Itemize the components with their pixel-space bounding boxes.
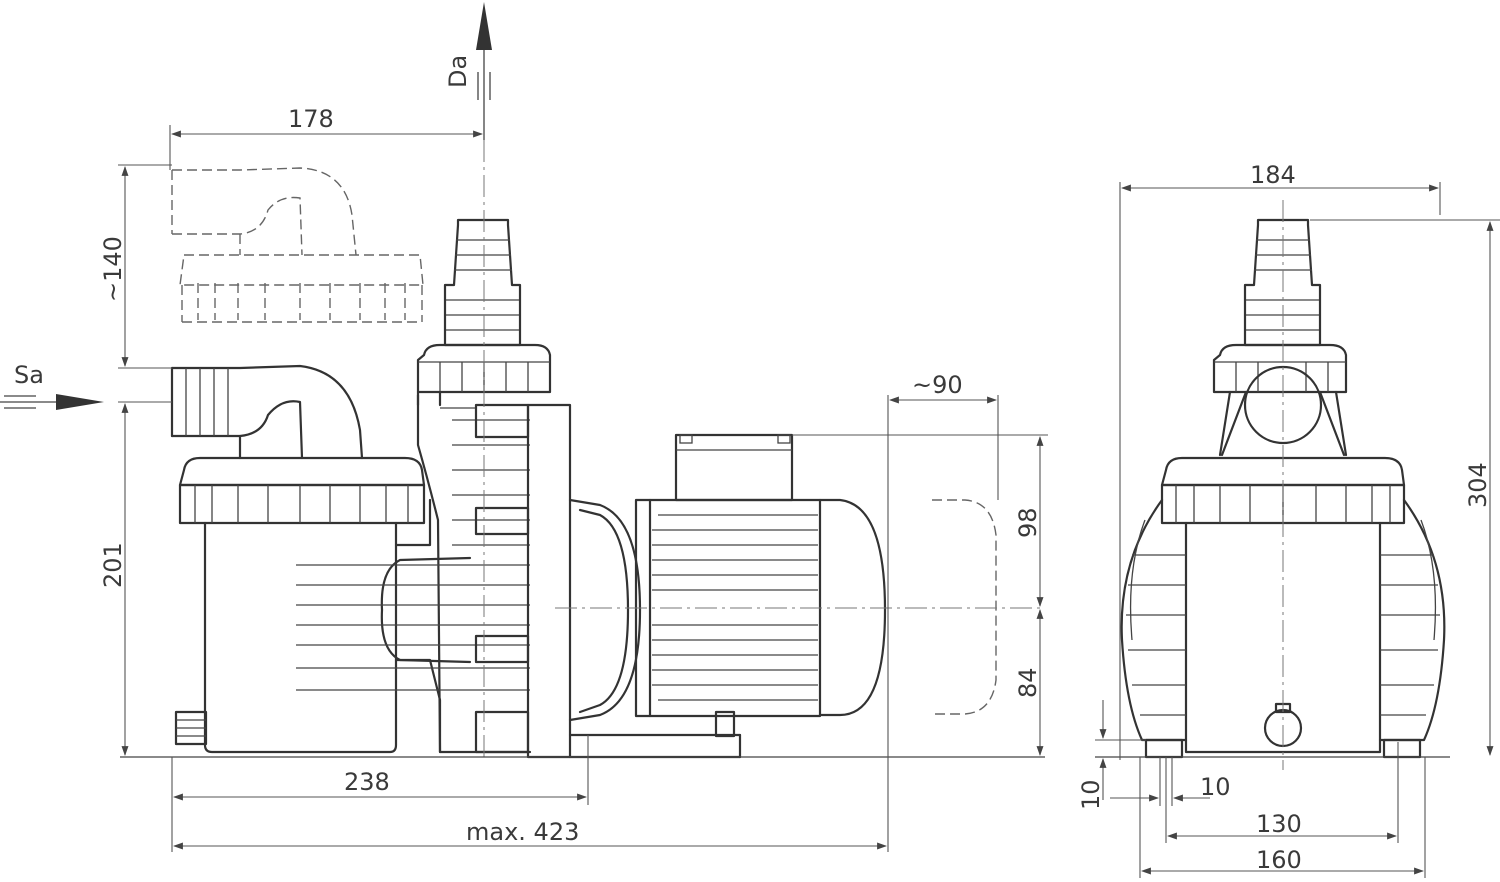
discharge-arrow-up bbox=[476, 2, 492, 140]
dim-160 bbox=[1139, 757, 1426, 878]
dim-238 bbox=[171, 735, 589, 852]
dim-10-vertical bbox=[1095, 700, 1146, 800]
dim-10-horizontal bbox=[1110, 757, 1210, 806]
dim-160-label: 160 bbox=[1256, 846, 1302, 874]
dim-238-label: 238 bbox=[344, 768, 390, 796]
dim-10-horizontal-label: 10 bbox=[1200, 773, 1231, 801]
suction-nozzle bbox=[170, 364, 364, 460]
side-view: Da Sa 178 ~140 201 bbox=[0, 2, 1048, 852]
dim-10-vertical-label: 10 bbox=[1077, 779, 1105, 810]
alternate-inlet-position bbox=[171, 167, 424, 323]
strainer-housing bbox=[174, 498, 442, 754]
dim-130-label: 130 bbox=[1256, 810, 1302, 838]
strainer-lid bbox=[178, 456, 426, 525]
front-discharge-nozzle bbox=[1212, 218, 1348, 457]
dim-304-label: 304 bbox=[1464, 462, 1492, 508]
front-housing bbox=[1120, 498, 1446, 759]
dim-130 bbox=[1165, 742, 1399, 843]
dim-90-label: ~90 bbox=[912, 371, 963, 399]
motor-flange bbox=[526, 403, 742, 759]
suction-arrow bbox=[0, 394, 104, 410]
dim-140 bbox=[118, 164, 172, 369]
discharge-label: Da bbox=[444, 55, 472, 88]
dim-98-label: 98 bbox=[1014, 507, 1042, 538]
dim-178 bbox=[169, 125, 483, 170]
dim-184 bbox=[1119, 182, 1441, 760]
dim-140-label: ~140 bbox=[99, 236, 127, 302]
dim-423-label: max. 423 bbox=[466, 818, 579, 846]
motor-body bbox=[634, 433, 887, 718]
front-view: 184 304 10 10 130 bbox=[1077, 161, 1500, 878]
dim-184-label: 184 bbox=[1250, 161, 1296, 189]
dim-98 bbox=[792, 434, 1048, 607]
fan-clearance-outline bbox=[932, 499, 997, 715]
dim-84-label: 84 bbox=[1014, 667, 1042, 698]
suction-label: Sa bbox=[14, 361, 44, 389]
dim-90 bbox=[889, 395, 999, 500]
pump-volute bbox=[296, 393, 532, 754]
dim-201-label: 201 bbox=[99, 542, 127, 588]
dim-201 bbox=[118, 401, 172, 756]
dim-304 bbox=[1310, 219, 1500, 756]
dim-423 bbox=[173, 395, 889, 852]
dim-178-label: 178 bbox=[288, 105, 334, 133]
